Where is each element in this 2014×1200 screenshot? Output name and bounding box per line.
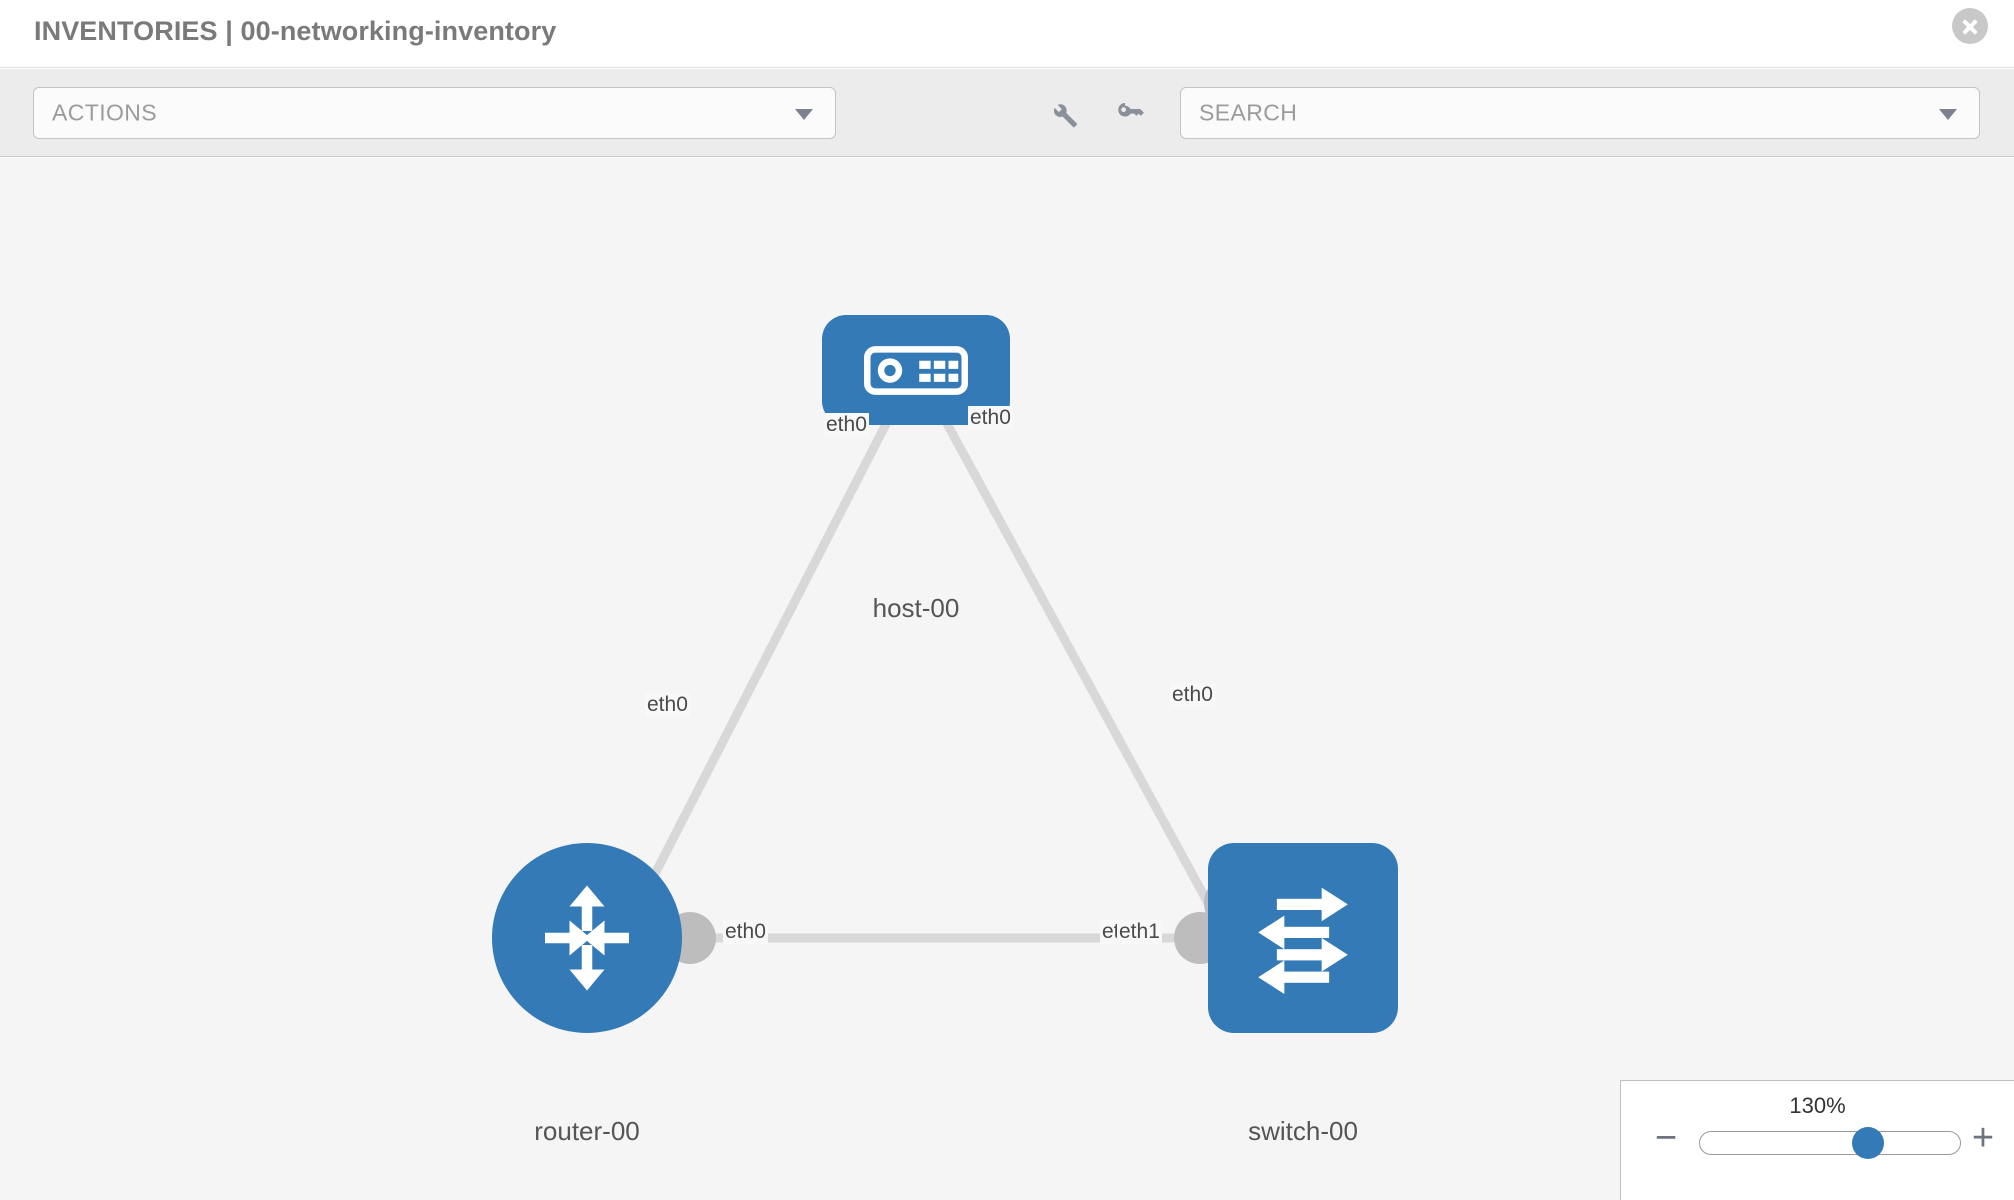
search-placeholder: SEARCH [1199, 99, 1298, 126]
actions-dropdown-label: ACTIONS [52, 99, 158, 126]
iface-label-router-upper: eth0 [645, 693, 690, 718]
zoom-control-panel: 130% − + [1620, 1080, 2014, 1200]
topology-canvas[interactable]: host-00 rout [0, 158, 2014, 1200]
node-router-00[interactable]: router-00 [492, 843, 682, 1147]
search-input[interactable]: SEARCH [1180, 87, 1980, 139]
switch-icon [1208, 843, 1398, 1033]
page-header: INVENTORIES | 00-networking-inventory [0, 0, 2014, 68]
close-icon[interactable] [1952, 8, 1988, 44]
iface-label-host-left: eth0 [824, 413, 869, 438]
link-host-router [635, 417, 893, 906]
node-label-host: host-00 [869, 593, 963, 624]
key-icon[interactable] [1113, 97, 1147, 131]
node-label-switch: switch-00 [1245, 1116, 1361, 1147]
zoom-slider[interactable] [1699, 1127, 1961, 1159]
iface-label-router-right: eth0 [723, 920, 768, 945]
zoom-in-button[interactable]: + [1971, 1117, 1995, 1159]
link-host-switch [941, 417, 1212, 906]
node-host-00[interactable]: host-00 [822, 315, 1010, 624]
chevron-down-icon [795, 109, 813, 120]
chevron-down-icon [1939, 109, 1957, 120]
iface-label-switch-left-b: eth1 [1117, 920, 1162, 945]
page-title: INVENTORIES | 00-networking-inventory [34, 16, 557, 46]
actions-dropdown[interactable]: ACTIONS [33, 87, 836, 139]
zoom-out-button[interactable]: − [1654, 1117, 1678, 1159]
zoom-slider-thumb[interactable] [1852, 1127, 1884, 1159]
router-icon [492, 843, 682, 1033]
wrench-icon[interactable] [1046, 97, 1080, 131]
iface-label-switch-upper: eth0 [1170, 683, 1215, 708]
link-group [635, 417, 1212, 943]
zoom-percent-label: 130% [1789, 1093, 1846, 1118]
node-switch-00[interactable]: switch-00 [1208, 843, 1398, 1147]
node-label-router: router-00 [531, 1116, 643, 1147]
iface-label-host-right: eth0 [968, 406, 1013, 431]
toolbar: ACTIONS SEARCH [0, 69, 2014, 157]
